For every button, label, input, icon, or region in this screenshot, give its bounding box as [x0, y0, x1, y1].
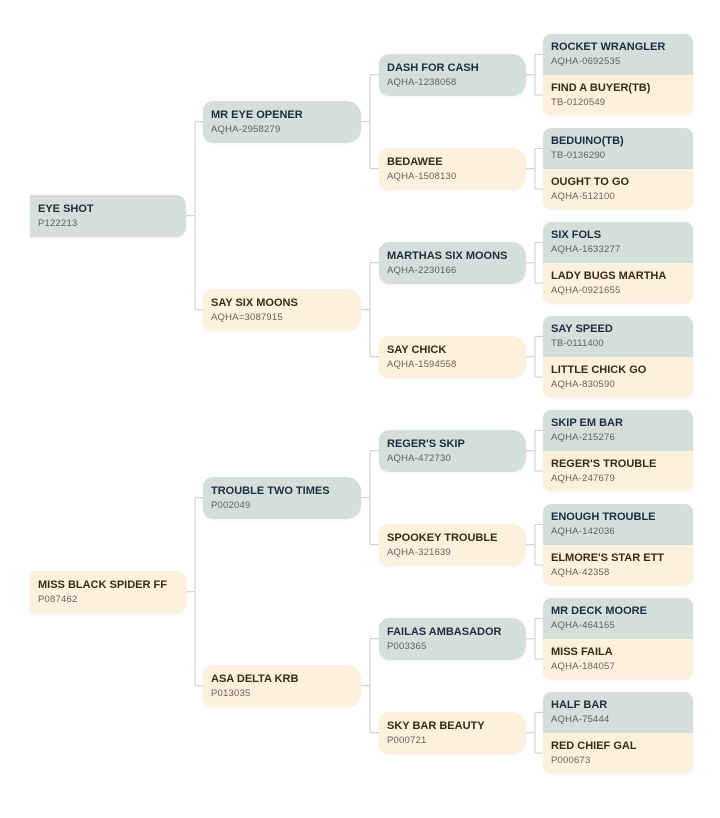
registration-number: AQHA-472730	[387, 452, 451, 464]
registration-number: TB-0111400	[551, 338, 604, 350]
horse-name: BEDAWEE	[387, 155, 443, 168]
horse-name: SAY SIX MOONS	[211, 296, 298, 309]
registration-number: P002049	[211, 499, 251, 511]
horse-name: ELMORE'S STAR ETT	[551, 552, 665, 565]
registration-number: AQHA-1238058	[387, 76, 457, 88]
horse-name: ASA DELTA KRB	[211, 672, 299, 685]
horse-name: SAY CHICK	[387, 343, 447, 356]
horse-name: MISS BLACK SPIDER FF	[38, 578, 167, 591]
horse-name: SAY SPEED	[551, 323, 613, 336]
horse-name: ROCKET WRANGLER	[551, 41, 666, 54]
horse-card[interactable]: ELMORE'S STAR ETT AQHA-42358	[543, 544, 693, 586]
registration-number: AQHA-142036	[551, 526, 615, 538]
horse-card[interactable]: OUGHT TO GO AQHA-512100	[543, 168, 693, 210]
horse-card[interactable]: MISS FAILA AQHA-184057	[543, 638, 693, 680]
horse-card[interactable]: SPOOKEY TROUBLE AQHA-321639	[379, 523, 526, 566]
horse-name: HALF BAR	[551, 699, 608, 712]
horse-name: MR EYE OPENER	[211, 108, 303, 121]
horse-name: SKIP EM BAR	[551, 417, 623, 430]
registration-number: P000721	[387, 734, 427, 746]
horse-card[interactable]: REGER'S SKIP AQHA-472730	[379, 429, 526, 472]
registration-number: AQHA-321639	[387, 546, 451, 558]
horse-name: SKY BAR BEAUTY	[387, 719, 485, 732]
horse-card[interactable]: FIND A BUYER(TB) TB-0120549	[543, 74, 693, 116]
horse-name: FIND A BUYER(TB)	[551, 82, 651, 95]
registration-number: AQHA-42358	[551, 567, 610, 579]
registration-number: P087462	[38, 593, 78, 605]
horse-card[interactable]: TROUBLE TWO TIMES P002049	[203, 476, 361, 519]
horse-card[interactable]: BEDUINO(TB) TB-0136290	[543, 128, 693, 169]
registration-number: AQHA-464165	[551, 620, 615, 632]
horse-card[interactable]: HALF BAR AQHA-75444	[543, 692, 693, 733]
registration-number: AQHA-830590	[551, 379, 615, 391]
horse-name: BEDUINO(TB)	[551, 135, 624, 148]
horse-name: OUGHT TO GO	[551, 176, 630, 189]
horse-name: SPOOKEY TROUBLE	[387, 531, 498, 544]
horse-card[interactable]: MISS BLACK SPIDER FF P087462	[30, 570, 186, 613]
registration-number: AQHA-247679	[551, 473, 615, 485]
registration-number: AQHA=3087915	[211, 311, 283, 323]
horse-card[interactable]: MR EYE OPENER AQHA-2958279	[203, 100, 361, 143]
horse-name: RED CHIEF GAL	[551, 740, 637, 753]
horse-name: EYE SHOT	[38, 202, 94, 215]
registration-number: P013035	[211, 687, 251, 699]
horse-name: LITTLE CHICK GO	[551, 364, 647, 377]
horse-card[interactable]: BEDAWEE AQHA-1508130	[379, 147, 526, 190]
horse-card[interactable]: SAY SIX MOONS AQHA=3087915	[203, 288, 361, 331]
horse-card[interactable]: MR DECK MOORE AQHA-464165	[543, 598, 693, 639]
horse-card[interactable]: LITTLE CHICK GO AQHA-830590	[543, 356, 693, 398]
registration-number: TB-0120549	[551, 97, 606, 109]
registration-number: AQHA-2958279	[211, 123, 281, 135]
horse-card[interactable]: LADY BUGS MARTHA AQHA-0921655	[543, 262, 693, 304]
registration-number: P122213	[38, 217, 78, 229]
horse-name: MISS FAILA	[551, 646, 613, 659]
horse-name: SIX FOLS	[551, 229, 602, 242]
registration-number: TB-0136290	[551, 150, 606, 162]
horse-name: MARTHAS SIX MOONS	[387, 249, 508, 262]
horse-name: TROUBLE TWO TIMES	[211, 484, 330, 497]
horse-card[interactable]: ROCKET WRANGLER AQHA-0692535	[543, 34, 693, 75]
horse-card[interactable]: FAILAS AMBASADOR P003365	[379, 617, 526, 660]
horse-card[interactable]: SIX FOLS AQHA-1633277	[543, 222, 693, 263]
horse-name: REGER'S SKIP	[387, 437, 465, 450]
registration-number: AQHA-1508130	[387, 170, 457, 182]
horse-card[interactable]: SKY BAR BEAUTY P000721	[379, 711, 526, 754]
horse-card[interactable]: ASA DELTA KRB P013035	[203, 664, 361, 707]
horse-card[interactable]: EYE SHOT P122213	[30, 194, 186, 237]
horse-card[interactable]: SAY SPEED TB-0111400	[543, 316, 693, 357]
registration-number: AQHA-512100	[551, 191, 615, 203]
horse-card[interactable]: ENOUGH TROUBLE AQHA-142036	[543, 504, 693, 545]
horse-name: MR DECK MOORE	[551, 605, 647, 618]
horse-card[interactable]: RED CHIEF GAL P000673	[543, 732, 693, 774]
horse-card[interactable]: MARTHAS SIX MOONS AQHA-2230166	[379, 241, 526, 284]
registration-number: AQHA-215276	[551, 432, 615, 444]
registration-number: AQHA-184057	[551, 661, 615, 673]
horse-name: REGER'S TROUBLE	[551, 458, 657, 471]
horse-card[interactable]: SKIP EM BAR AQHA-215276	[543, 410, 693, 451]
registration-number: AQHA-0921655	[551, 285, 621, 297]
registration-number: P003365	[387, 640, 427, 652]
horse-card[interactable]: SAY CHICK AQHA-1594558	[379, 335, 526, 378]
registration-number: AQHA-1594558	[387, 358, 457, 370]
registration-number: AQHA-1633277	[551, 244, 621, 256]
horse-name: ENOUGH TROUBLE	[551, 511, 656, 524]
horse-name: FAILAS AMBASADOR	[387, 625, 502, 638]
registration-number: AQHA-75444	[551, 714, 610, 726]
horse-name: DASH FOR CASH	[387, 61, 479, 74]
horse-card[interactable]: REGER'S TROUBLE AQHA-247679	[543, 450, 693, 492]
horse-name: LADY BUGS MARTHA	[551, 270, 667, 283]
registration-number: AQHA-2230166	[387, 264, 457, 276]
registration-number: P000673	[551, 755, 591, 767]
horse-card[interactable]: DASH FOR CASH AQHA-1238058	[379, 53, 526, 96]
registration-number: AQHA-0692535	[551, 56, 621, 68]
